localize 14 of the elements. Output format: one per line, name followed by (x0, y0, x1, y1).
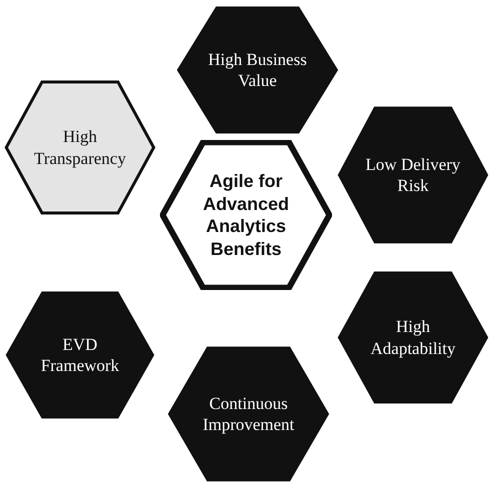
node-label: Agile for Advanced Analytics Benefits (202, 170, 290, 260)
node-label: High Business Value (207, 48, 308, 92)
node-label: Low Delivery Risk (364, 154, 462, 196)
hexagon-node (4, 80, 156, 215)
node-label: High Transparency (33, 126, 127, 169)
hexagon-node (336, 270, 490, 405)
hexagon-node (166, 345, 331, 483)
hexagon-node (336, 105, 490, 245)
hexagon-node (160, 140, 332, 290)
node-label: Continuous Improvement (202, 392, 296, 436)
hexagon-node (175, 5, 340, 135)
node-label: EVD Framework (40, 334, 120, 376)
node-label: High Adaptability (370, 316, 456, 359)
hexagon-node (4, 290, 156, 420)
